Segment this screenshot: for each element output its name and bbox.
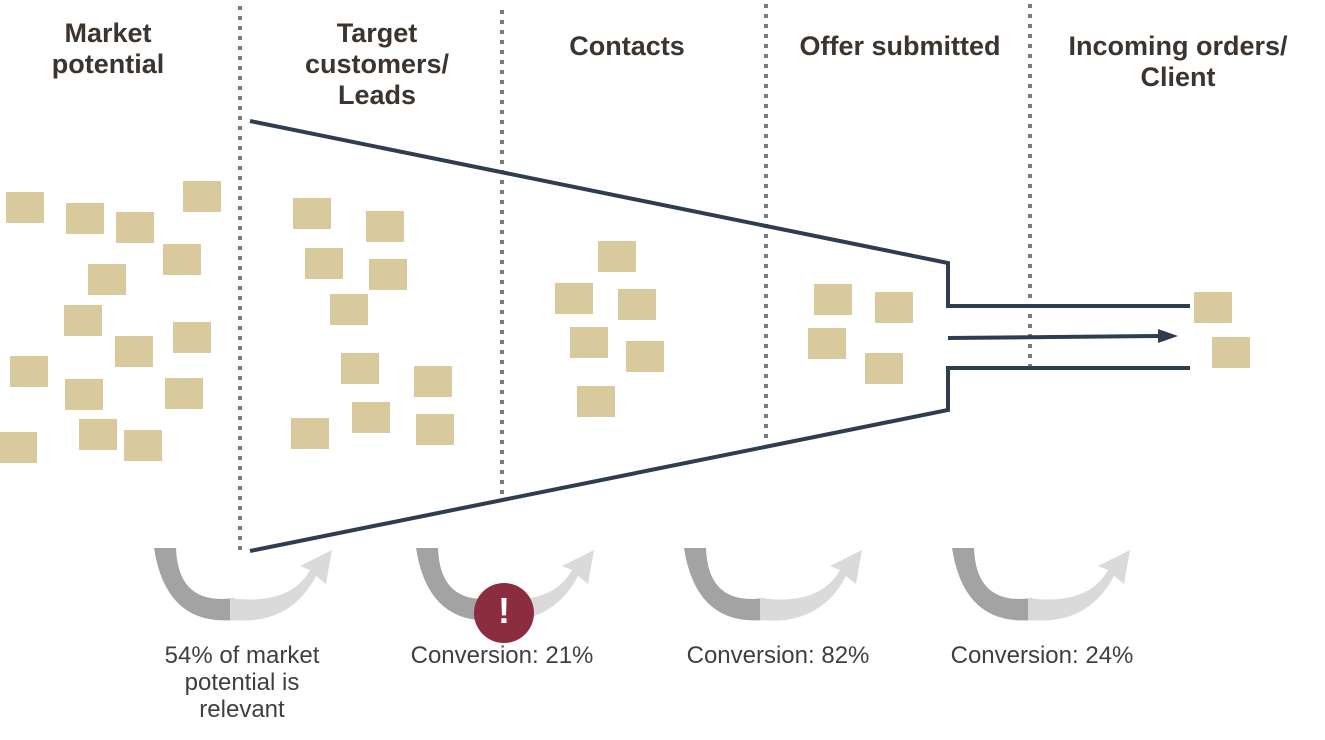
note xyxy=(173,322,211,353)
flow-arrow-head xyxy=(1158,329,1178,343)
note xyxy=(352,402,390,433)
note xyxy=(79,419,117,450)
note xyxy=(369,259,407,290)
note xyxy=(814,284,852,315)
note xyxy=(1212,337,1250,368)
note xyxy=(163,244,201,275)
stage-title-offer-submitted: Offer submitted xyxy=(799,31,1001,61)
note xyxy=(88,264,126,295)
note xyxy=(341,353,379,384)
conversion-arrow-4 xyxy=(952,548,1130,621)
note xyxy=(570,327,608,358)
note xyxy=(865,353,903,384)
note xyxy=(65,379,103,410)
note xyxy=(165,378,203,409)
note xyxy=(626,341,664,372)
notes-contacts xyxy=(555,241,664,417)
note xyxy=(183,181,221,212)
note xyxy=(64,305,102,336)
note xyxy=(808,328,846,359)
note xyxy=(577,386,615,417)
note xyxy=(1194,292,1232,323)
note xyxy=(66,203,104,234)
conversion-arrow-1 xyxy=(154,548,332,621)
conversion-caption-offer: Conversion: 82% xyxy=(686,642,870,669)
note xyxy=(598,241,636,272)
notes-offer-submitted xyxy=(808,284,913,384)
stage-title-target-customers: Target customers/ Leads xyxy=(304,18,450,110)
warning-icon: ! xyxy=(474,583,534,643)
note xyxy=(6,192,44,223)
stage-title-market-potential: Market potential xyxy=(51,18,165,79)
stage-title-contacts: Contacts xyxy=(569,31,685,61)
note xyxy=(10,356,48,387)
funnel-top-edge xyxy=(249,119,1190,308)
notes-incoming-orders xyxy=(1194,292,1250,368)
note xyxy=(618,289,656,320)
note xyxy=(124,430,162,461)
note xyxy=(115,336,153,367)
note xyxy=(875,292,913,323)
note xyxy=(366,211,404,242)
conversion-arrow-3 xyxy=(684,548,862,621)
note xyxy=(0,432,37,463)
flow-arrow-shaft xyxy=(947,334,1161,340)
note xyxy=(293,198,331,229)
note xyxy=(330,294,368,325)
notes-market-potential xyxy=(0,181,221,463)
note xyxy=(414,366,452,397)
conversion-caption-orders: Conversion: 24% xyxy=(950,642,1134,669)
conversion-caption-contacts: Conversion: 21% xyxy=(410,642,594,669)
stage-title-incoming-orders: Incoming orders/ Client xyxy=(1068,31,1288,92)
conversion-caption-market: 54% of market potential is relevant xyxy=(164,642,320,723)
note xyxy=(416,414,454,445)
funnel-outline xyxy=(249,119,1190,553)
note xyxy=(116,212,154,243)
notes-target-customers xyxy=(291,198,454,449)
note xyxy=(555,283,593,314)
funnel-bottom-edge xyxy=(249,366,1190,553)
note xyxy=(305,248,343,279)
note xyxy=(291,418,329,449)
